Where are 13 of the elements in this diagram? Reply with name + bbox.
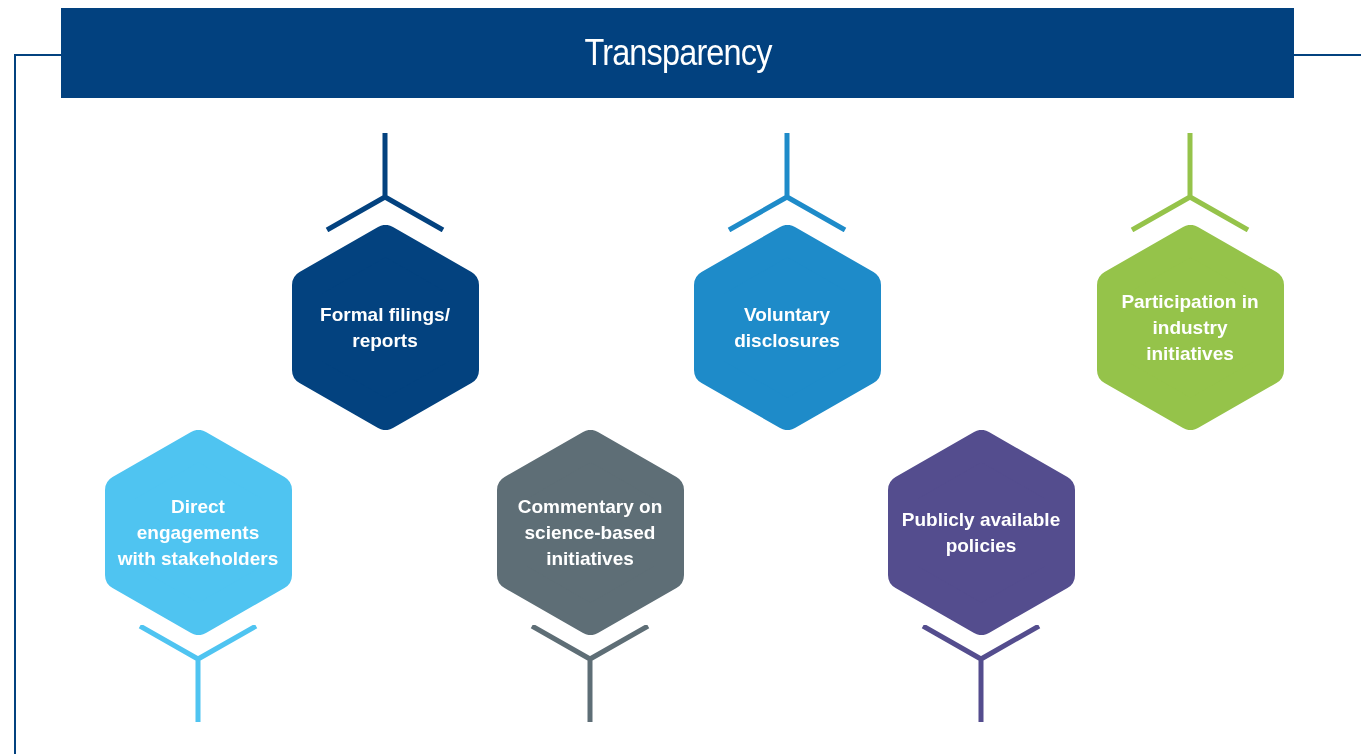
node-label: Voluntary disclosures xyxy=(733,302,841,353)
hexagon xyxy=(104,430,292,635)
node-label: Formal filings/ reports xyxy=(319,302,451,353)
node-label: Participation in industry initiatives xyxy=(1120,289,1260,366)
hexagon xyxy=(1096,225,1284,430)
hexagon xyxy=(887,430,1075,635)
hexagon xyxy=(496,430,684,635)
node-label: Publicly available policies xyxy=(900,507,1062,558)
title-text: Transparency xyxy=(583,31,772,75)
hexagon xyxy=(291,225,479,430)
node-label: Commentary on science-based initiatives xyxy=(516,494,664,571)
node-label: Direct engagements with stakeholders xyxy=(116,494,280,571)
hexagon xyxy=(693,225,881,430)
